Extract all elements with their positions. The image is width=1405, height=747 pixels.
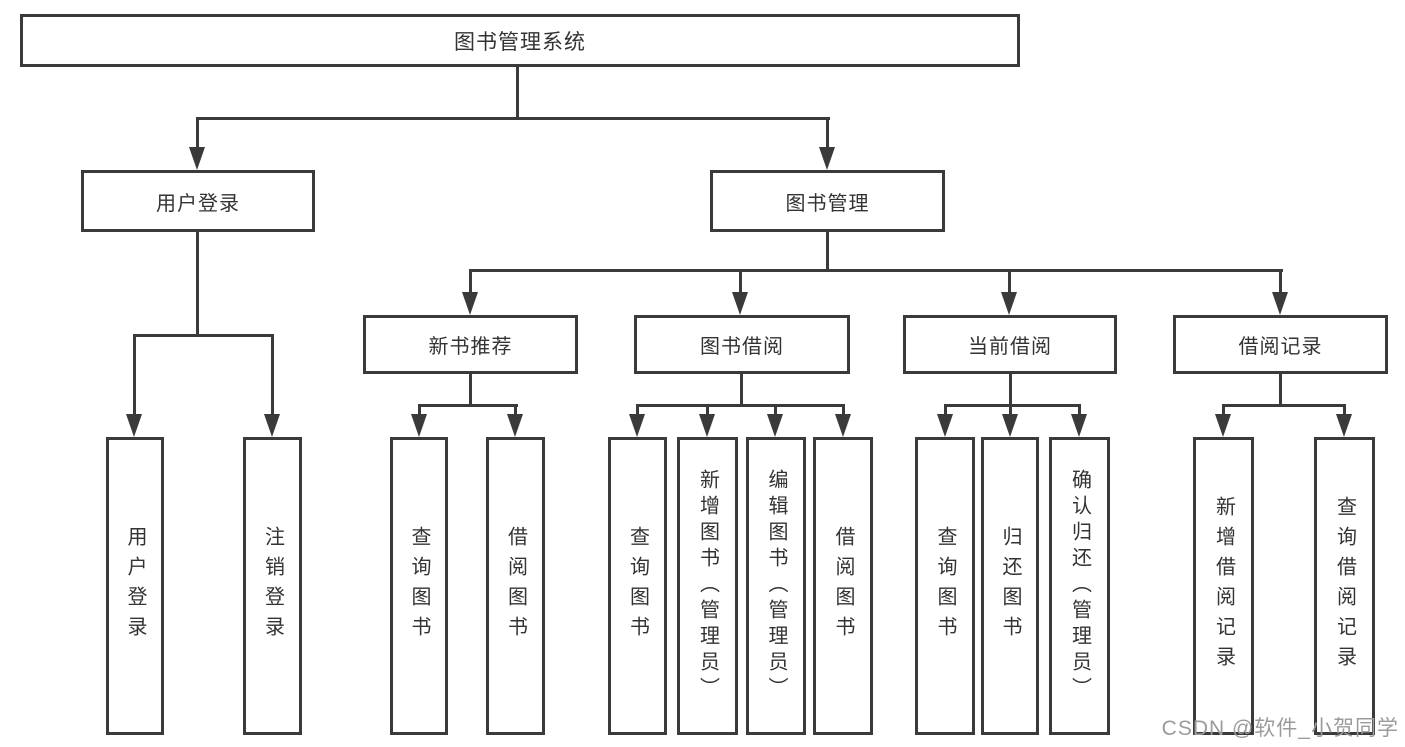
arrowhead-down	[126, 414, 142, 437]
leaf-query-books-borrowing: 查询图书	[608, 437, 667, 735]
node-label: 查询图书	[626, 526, 649, 646]
connector-line	[196, 117, 199, 150]
leaf-edit-book-admin: 编辑图书（管理员）	[746, 437, 806, 735]
node-current-borrowing: 当前借阅	[903, 315, 1117, 374]
connector-line	[944, 404, 1081, 407]
connector-line	[196, 117, 830, 120]
connector-line	[739, 269, 742, 295]
connector-line	[1222, 404, 1225, 418]
connector-line	[133, 334, 274, 337]
connector-line	[1009, 374, 1012, 407]
node-book-borrowing: 图书借阅	[634, 315, 850, 374]
leaf-add-borrow-record: 新增借阅记录	[1193, 437, 1254, 735]
node-borrowing-records: 借阅记录	[1173, 315, 1388, 374]
leaf-borrow-books-recommend: 借阅图书	[486, 437, 545, 735]
node-label: 借阅记录	[1238, 336, 1323, 358]
leaf-add-book-admin: 新增图书（管理员）	[677, 437, 738, 735]
connector-line	[469, 374, 472, 407]
arrowhead-down	[264, 414, 280, 437]
node-label: 编辑图书（管理员）	[765, 469, 787, 703]
connector-line	[842, 404, 845, 418]
connector-line	[774, 404, 777, 418]
connector-line	[514, 404, 517, 418]
node-label: 新书推荐	[428, 336, 513, 358]
node-label: 新增借阅记录	[1212, 496, 1235, 676]
arrowhead-down	[1215, 414, 1231, 437]
connector-line	[418, 404, 518, 407]
connector-line	[636, 404, 845, 407]
arrowhead-down	[507, 414, 523, 437]
arrowhead-down	[629, 414, 645, 437]
arrowhead-down	[1071, 414, 1087, 437]
arrowhead-down	[1272, 292, 1288, 315]
node-label: 当前借阅	[968, 336, 1052, 358]
leaf-query-books-recommend: 查询图书	[390, 437, 448, 735]
node-label: 归还图书	[999, 526, 1021, 646]
node-library-management-system: 图书管理系统	[20, 14, 1020, 67]
connector-line	[271, 334, 274, 417]
connector-line	[1279, 269, 1282, 295]
connector-line	[196, 232, 199, 336]
leaf-query-borrow-record: 查询借阅记录	[1314, 437, 1375, 735]
connector-line	[826, 232, 829, 271]
leaf-user-login: 用户登录	[106, 437, 164, 735]
connector-line	[133, 334, 136, 417]
node-label: 用户登录	[124, 526, 146, 646]
node-user-login: 用户登录	[81, 170, 315, 232]
connector-line	[636, 404, 639, 418]
connector-line	[1279, 374, 1282, 407]
node-label: 确认归还（管理员）	[1068, 469, 1091, 703]
node-label: 注销登录	[261, 526, 284, 646]
leaf-confirm-return-admin: 确认归还（管理员）	[1049, 437, 1110, 735]
node-label: 查询图书	[408, 526, 430, 646]
node-label: 用户登录	[156, 192, 240, 215]
node-label: 图书管理	[785, 192, 870, 215]
arrowhead-down	[937, 414, 953, 437]
node-label: 查询借阅记录	[1333, 496, 1356, 676]
arrowhead-down	[189, 147, 205, 170]
leaf-borrow-books-borrowing: 借阅图书	[813, 437, 873, 735]
connector-line	[1222, 404, 1346, 407]
arrowhead-down	[1336, 414, 1352, 437]
arrowhead-down	[1002, 414, 1018, 437]
connector-line	[706, 404, 709, 418]
connector-line	[1078, 404, 1081, 418]
node-label: 查询图书	[934, 526, 956, 646]
node-label: 图书管理系统	[454, 30, 586, 54]
leaf-query-books-current: 查询图书	[915, 437, 975, 735]
connector-line	[1343, 404, 1346, 418]
node-label: 图书借阅	[700, 336, 784, 358]
node-label: 新增图书（管理员）	[696, 469, 719, 703]
arrowhead-down	[732, 292, 748, 315]
node-label: 借阅图书	[832, 526, 854, 646]
arrowhead-down	[835, 414, 851, 437]
connector-line	[740, 374, 743, 407]
connector-line	[469, 269, 472, 295]
arrowhead-down	[699, 414, 715, 437]
arrowhead-down	[411, 414, 427, 437]
connector-line	[1008, 269, 1011, 295]
arrowhead-down	[1001, 292, 1017, 315]
arrowhead-down	[819, 147, 835, 170]
leaf-return-books: 归还图书	[981, 437, 1039, 735]
leaf-logout: 注销登录	[243, 437, 302, 735]
connector-line	[516, 66, 519, 120]
node-book-management: 图书管理	[710, 170, 945, 232]
arrowhead-down	[767, 414, 783, 437]
node-label: 借阅图书	[504, 526, 527, 646]
connector-line	[1009, 404, 1012, 418]
connector-line	[418, 404, 421, 418]
arrowhead-down	[462, 292, 478, 315]
node-new-book-recommendation: 新书推荐	[363, 315, 578, 374]
csdn-watermark: CSDN @软件_小贺同学	[1161, 717, 1399, 740]
connector-line	[469, 269, 1283, 272]
connector-line	[826, 117, 829, 150]
connector-line	[944, 404, 947, 418]
